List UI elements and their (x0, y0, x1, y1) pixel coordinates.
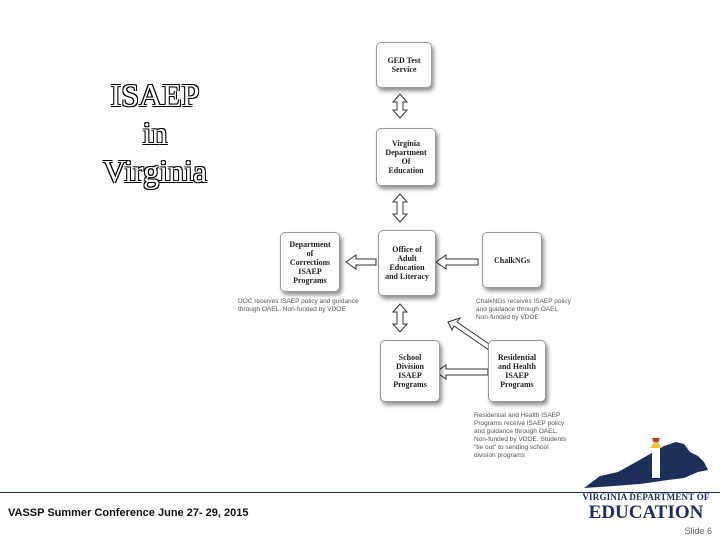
arrow-oael-school (391, 303, 409, 333)
arrow-oael-doc (345, 254, 377, 270)
box-residential-label: Residential and Health ISAEP Programs (497, 353, 537, 389)
footer-conference: VASSP Summer Conference June 27- 29, 201… (8, 507, 249, 519)
box-oael-label: Office of Adult Education and Literacy (385, 245, 429, 281)
virginia-logo-icon (584, 438, 708, 488)
box-chalkngs-label: ChalkNGs (493, 255, 530, 265)
logo-text-bottom: EDUCATION (588, 502, 704, 523)
title-line-1: ISAEP (110, 77, 200, 113)
arrow-chalk-oael (435, 254, 479, 270)
box-chalkngs: ChalkNGs (482, 232, 542, 288)
arrow-ged-vdoe (391, 93, 409, 119)
box-office-adult-education: Office of Adult Education and Literacy (378, 230, 436, 296)
note-chalk: ChalkNGs receives ISAEP policy and guida… (476, 298, 571, 321)
box-ged-label: GED Test Service (387, 56, 421, 74)
title-line-3: Virginia (102, 153, 208, 189)
box-school-division: School Division ISAEP Programs (380, 340, 440, 402)
box-ged-test-service: GED Test Service (376, 42, 432, 88)
box-school-label: School Division ISAEP Programs (393, 353, 427, 389)
title-line-2: in (142, 115, 168, 151)
arrow-vdoe-oael (391, 193, 409, 223)
box-doc-label: Department of Corrections ISAEP Programs (289, 239, 331, 285)
logo-text-top: VIRGINIA DEPARTMENT OF (582, 492, 710, 502)
arrow-residential-school (435, 364, 489, 380)
arrow-diagonal (447, 317, 493, 351)
slide-title: ISAEP in Virginia (70, 76, 240, 190)
box-vdoe-label: Virginia Department Of Education (385, 139, 427, 175)
box-department-corrections: Department of Corrections ISAEP Programs (280, 232, 340, 292)
note-residential: Residential and Health ISAEP Programs re… (474, 412, 567, 459)
box-virginia-doe: Virginia Department Of Education (376, 128, 436, 186)
note-doc: DOC receives ISAEP policy and guidance t… (238, 298, 359, 313)
box-residential-health: Residential and Health ISAEP Programs (488, 340, 546, 402)
slide-number: Slide 6 (684, 526, 712, 536)
footer-divider (0, 492, 720, 493)
